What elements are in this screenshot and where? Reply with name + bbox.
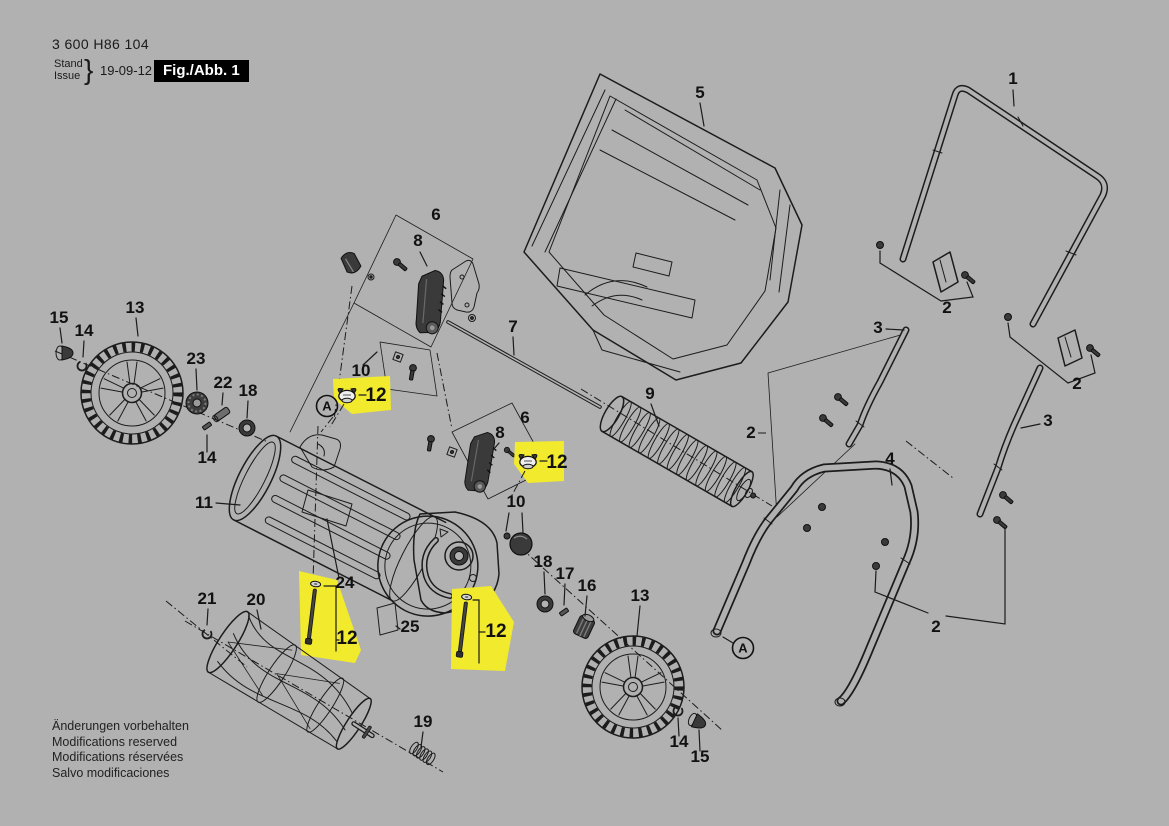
height-lever [409, 267, 450, 337]
callout-2-6: 2 [942, 298, 951, 317]
callout-15-22: 15 [691, 747, 710, 766]
callout-12-38: 12 [336, 628, 357, 649]
callout-8-35: 8 [495, 423, 504, 442]
callout-7-4: 7 [508, 317, 517, 336]
highlight-12-b [514, 441, 564, 483]
callout-14-20: 14 [670, 732, 689, 751]
handle-tube-left [845, 326, 910, 448]
issue-date: 19-09-12 [100, 63, 153, 78]
wheel-left [81, 342, 183, 444]
callout-17-24: 17 [556, 564, 575, 583]
side-plate [412, 511, 533, 614]
callout-12-36: 12 [365, 385, 386, 406]
handle-clamp-right [1004, 313, 1102, 367]
svg-text:A: A [738, 641, 748, 656]
hub-cap-left [55, 345, 74, 361]
upper-handle [899, 84, 1108, 328]
detail-markers: AA [315, 394, 755, 660]
bearing-left [238, 419, 256, 437]
callout-18-26: 18 [534, 552, 553, 571]
retainer-clip-reel [201, 628, 213, 640]
highlight-group [299, 376, 564, 671]
hub-cap-right [687, 712, 707, 729]
adjust-knob [503, 532, 533, 556]
grass-catcher [523, 73, 803, 381]
callout-15-21: 15 [50, 308, 69, 327]
part-number: 3 600 H86 104 [52, 36, 150, 52]
housing-latch [299, 434, 341, 471]
callout-14-19: 14 [198, 448, 217, 467]
pinion-gear [185, 391, 209, 415]
callout-24-32: 24 [336, 573, 355, 592]
issue-label: Issue [54, 70, 81, 82]
right-wheel-group [536, 595, 707, 738]
callout-13-16: 13 [126, 298, 145, 317]
callout-14-18: 14 [75, 321, 94, 340]
notice-fr: Modifications réservées [52, 750, 184, 764]
brace-glyph: } [84, 54, 94, 85]
callout-13-17: 13 [631, 586, 650, 605]
callout-2-8: 2 [746, 423, 755, 442]
callout-1-0: 1 [1008, 69, 1017, 88]
callout-9-5: 9 [645, 384, 654, 403]
rear-roller [599, 395, 757, 508]
shaft-key-right [559, 607, 569, 617]
handle-clamp-upper [876, 241, 977, 293]
stand-label: Stand [54, 58, 83, 70]
callout-16-23: 16 [578, 576, 597, 595]
callout-3-10: 3 [873, 318, 882, 337]
callout-12-39: 12 [485, 621, 506, 642]
height-lever-2 [458, 428, 501, 496]
left-wheel-group [55, 342, 256, 444]
callout-19-27: 19 [414, 712, 433, 731]
clamp-knob [340, 252, 362, 274]
callout-10-13: 10 [352, 361, 371, 380]
callout-11-15: 11 [195, 493, 213, 512]
detail-marker-1: A [731, 636, 755, 660]
construction-lines [54, 285, 954, 773]
housing-sticker [301, 489, 353, 527]
callout-21-29: 21 [198, 589, 217, 608]
callout-3-11: 3 [1043, 411, 1052, 430]
lower-handle [710, 460, 920, 707]
label-plate [376, 602, 399, 636]
shaft-key-left [202, 421, 212, 431]
callout-numbers: 1568792222334101011131314141415151617181… [50, 69, 1082, 766]
axle-rod [446, 320, 602, 409]
callout-6-34: 6 [520, 408, 529, 427]
callout-25-33: 25 [401, 617, 420, 636]
callout-10-14: 10 [507, 492, 526, 511]
svg-text:A: A [322, 399, 332, 414]
callout-6-2: 6 [431, 205, 440, 224]
callout-22-30: 22 [214, 373, 233, 392]
cutting-reel [201, 610, 436, 766]
stand-issue-label: Stand Issue [54, 58, 83, 82]
callout-8-3: 8 [413, 231, 422, 250]
legal-notice: Änderungen vorbehalten Modifications res… [52, 719, 189, 781]
upper-adjuster-assembly [340, 214, 480, 397]
callout-5-1: 5 [695, 83, 704, 102]
drive-gear [573, 613, 595, 639]
callout-2-7: 2 [1072, 374, 1081, 393]
notice-en: Modifications reserved [52, 734, 178, 749]
notice-de: Änderungen vorbehalten [52, 719, 189, 733]
retainer-clip-right [672, 705, 684, 717]
callout-12-37: 12 [546, 452, 567, 473]
bearing-right [536, 595, 554, 613]
handle-tube-right [976, 364, 1044, 518]
callout-4-12: 4 [885, 449, 895, 468]
callout-20-28: 20 [247, 590, 266, 609]
callout-18-25: 18 [239, 381, 258, 400]
spring [409, 741, 436, 766]
callout-2-9: 2 [931, 617, 940, 636]
callout-23-31: 23 [187, 349, 206, 368]
detail-marker-0: A [315, 394, 339, 418]
wheel-right [582, 636, 684, 738]
bushing [212, 406, 231, 423]
leader-lines [59, 89, 1096, 752]
notice-es: Salvo modificaciones [52, 765, 170, 780]
figure-label: Fig./Abb. 1 [154, 60, 249, 82]
retainer-clip-left [76, 360, 88, 372]
